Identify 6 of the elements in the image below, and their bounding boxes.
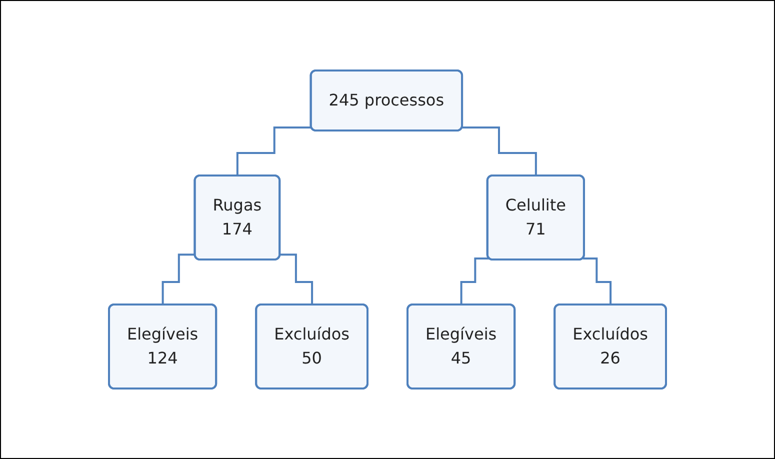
connector xyxy=(462,126,538,177)
connector xyxy=(583,258,612,306)
connector xyxy=(460,258,490,306)
connector xyxy=(280,254,314,306)
connector xyxy=(236,126,312,177)
connector xyxy=(162,254,196,306)
